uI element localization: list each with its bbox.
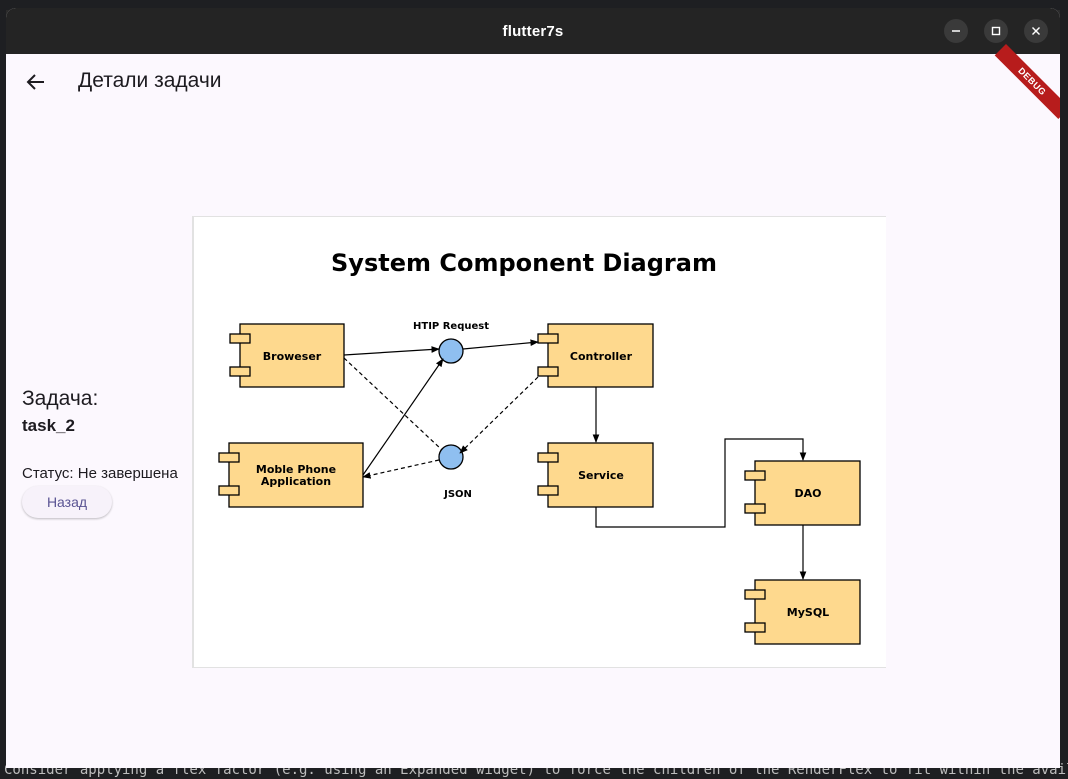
interface-json: JSON <box>438 444 472 500</box>
maximize-icon[interactable] <box>984 19 1008 43</box>
interface-http: HTIP Request <box>413 321 489 364</box>
back-button[interactable]: Назад <box>22 486 112 518</box>
component-mobile-app: Moble Phone Application <box>218 442 364 508</box>
component-mysql: MySQL <box>744 579 861 645</box>
close-icon[interactable] <box>1024 19 1048 43</box>
component-service: Service <box>537 442 654 508</box>
component-label: Application <box>261 475 331 488</box>
window-titlebar[interactable]: flutter7s <box>6 8 1060 54</box>
app-body: Детали задачи DEBUG Задача: task_2 Стату… <box>6 44 1060 768</box>
component-label: Moble Phone <box>256 463 336 476</box>
interface-label: HTIP Request <box>413 321 489 332</box>
connectors <box>343 339 807 580</box>
interface-label: JSON <box>443 489 472 500</box>
component-controller: Controller <box>537 323 654 388</box>
window-title: flutter7s <box>502 22 564 40</box>
component-label: DAO <box>795 487 822 500</box>
component-diagram: System Component Diagram Broweser Moble … <box>218 249 861 645</box>
arrow-back-icon[interactable] <box>16 62 56 102</box>
diagram-image: System Component Diagram Broweser Moble … <box>192 216 886 668</box>
app-bar: Детали задачи <box>6 54 1060 110</box>
component-label: Controller <box>570 350 633 363</box>
component-label: MySQL <box>787 606 829 619</box>
editor-background-left <box>0 0 6 779</box>
minimize-icon[interactable] <box>944 19 968 43</box>
app-window: flutter7s Детали задачи DEBUG Задача: ta… <box>6 8 1060 768</box>
component-dao: DAO <box>744 460 861 526</box>
task-label: Задача: <box>22 387 99 410</box>
component-browser: Broweser <box>229 323 345 388</box>
component-label: Service <box>578 469 624 482</box>
editor-background-top <box>0 0 1068 10</box>
task-status: Статус: Не завершена <box>22 465 178 482</box>
page-title: Детали задачи <box>78 69 222 92</box>
diagram-title: System Component Diagram <box>331 249 717 277</box>
component-label: Broweser <box>263 350 322 363</box>
editor-background-right <box>1060 0 1068 779</box>
task-id: task_2 <box>22 416 75 435</box>
